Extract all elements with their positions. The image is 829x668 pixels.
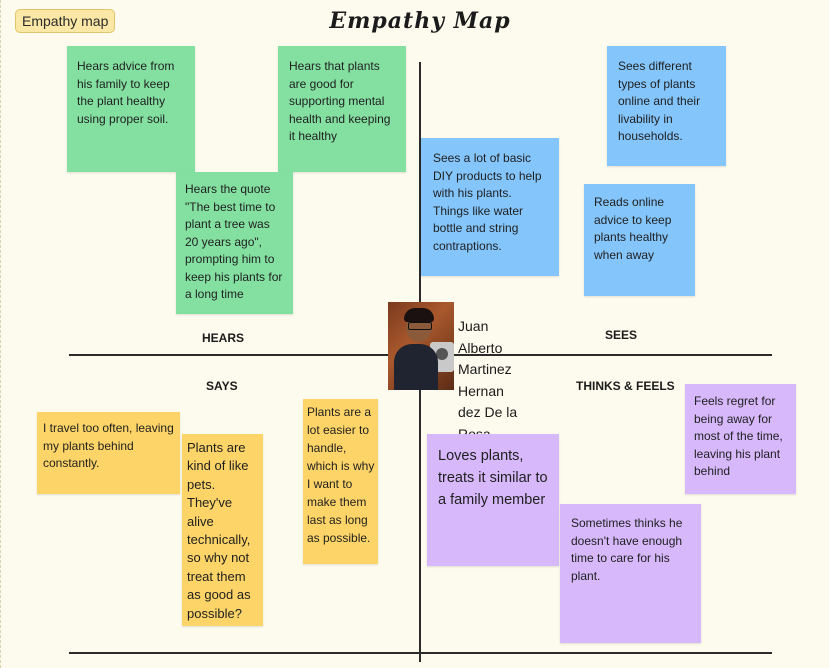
hears-note-1[interactable]: Hears advice from his family to keep the… [67,46,195,172]
says-note-2[interactable]: Plants are kind of like pets. They've al… [182,434,263,626]
frame-tag[interactable]: Empathy map [15,9,116,33]
person-name-line: dez De la [458,404,518,420]
person-name-line: Martinez [458,361,512,377]
thinks-note-1[interactable]: Loves plants, treats it similar to a fam… [427,434,559,566]
person-name-line: Alberto [458,339,503,356]
thinks-note-2[interactable]: Sometimes thinks he doesn't have enough … [560,504,701,643]
canvas-edge [0,0,1,668]
hears-note-2[interactable]: Hears that plants are good for supportin… [278,46,406,172]
says-note-1[interactable]: I travel too often, leaving my plants be… [37,412,180,494]
photo-person-glasses [408,322,432,330]
person-name-line: Hernan [458,382,504,399]
photo-background-detail [436,348,448,360]
person-name-line: Juan [458,318,489,334]
page-title: Empathy Map [329,8,511,34]
person-photo[interactable] [388,302,454,390]
sees-label: SEES [605,328,638,342]
bottom-axis [69,652,772,654]
hears-label: HEARS [202,331,245,345]
thinks-note-3[interactable]: Feels regret for being away for most of … [685,384,796,494]
photo-person-hair [404,308,434,322]
person-name: Juan Alberto Martinez Hernan dez De la R… [458,316,520,445]
says-note-3[interactable]: Plants are a lot easier to handle, which… [303,399,378,564]
sees-note-2[interactable]: Sees a lot of basic DIY products to help… [421,138,559,276]
hears-note-3[interactable]: Hears the quote "The best time to plant … [176,172,293,314]
photo-person-body [394,344,438,390]
thinks-feels-label: THINKS & FEELS [576,379,675,393]
says-label: SAYS [206,379,238,393]
sees-note-1[interactable]: Sees different types of plants online an… [607,46,726,166]
sees-note-3[interactable]: Reads online advice to keep plants healt… [584,184,695,296]
